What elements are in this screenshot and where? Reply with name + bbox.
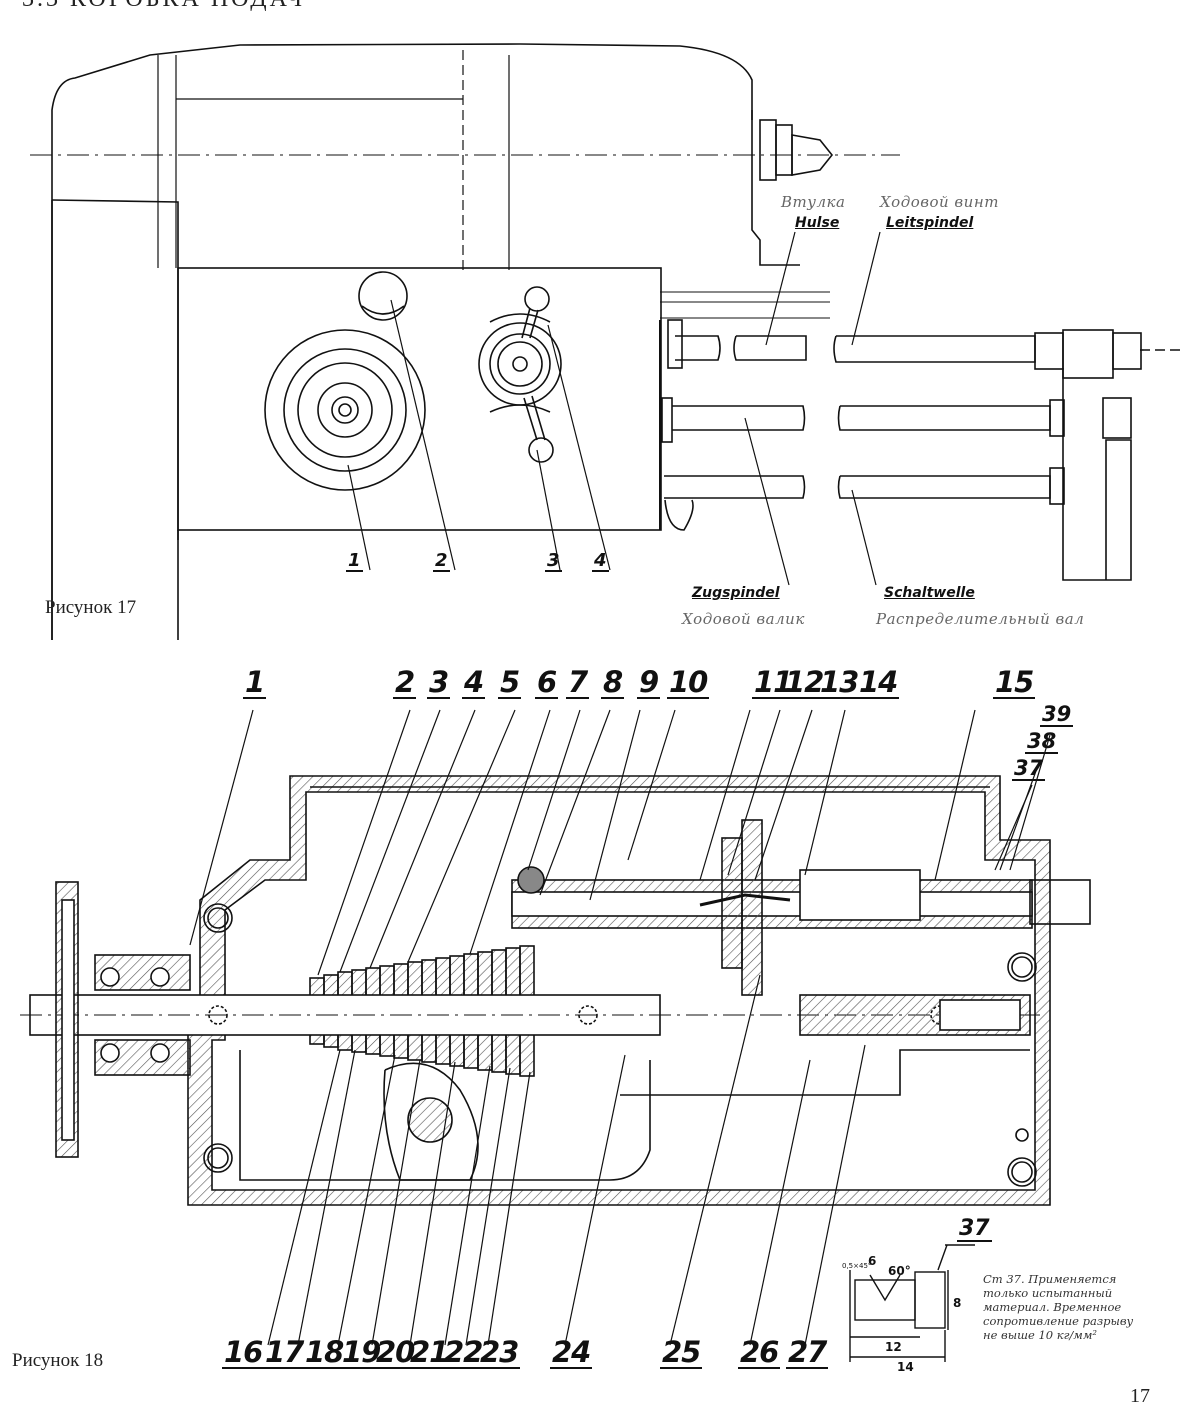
leader-lines-bottom (267, 974, 866, 1346)
callout-18-12: 12 (783, 665, 826, 699)
callout-18-10: 10 (667, 665, 710, 699)
figure-18-caption: Рисунок 18 (12, 1350, 104, 1371)
knob-2 (358, 271, 408, 321)
label-schaltwelle-de: Schaltwelle (884, 585, 975, 601)
callout-18-38: 38 (1025, 729, 1059, 754)
callout-18-14: 14 (857, 665, 900, 699)
label-schaltwelle-ru: Распределительный вал (876, 610, 1085, 628)
headstock-outline (51, 43, 753, 640)
callout-18-37: 37 (1012, 756, 1046, 781)
callout-18-1: 1 (243, 665, 267, 699)
callout-18-15: 15 (993, 665, 1036, 699)
dim-width-inner: 12 (883, 1340, 904, 1354)
dim-chamfer: 0,5×45° (842, 1262, 872, 1270)
control-shaft (664, 467, 1065, 531)
callout-18-16: 16 (222, 1335, 265, 1369)
dim-top: 6 (868, 1254, 877, 1268)
label-zugspindel-ru: Ходовой валик (682, 610, 805, 628)
callout-18-27: 27 (786, 1335, 829, 1369)
label-hulse-ru: Втулка (781, 193, 846, 211)
section-header: 3.3 КОРОБКА ПОДАЧ (22, 0, 305, 13)
callout-17-2: 2 (433, 550, 450, 572)
handwheel-1 (264, 329, 426, 491)
selector-3-4 (478, 286, 562, 463)
callout-18-24: 24 (550, 1335, 593, 1369)
detail-37-callout: 37 (957, 1216, 992, 1242)
callout-18-2: 2 (393, 665, 417, 699)
label-leitspindel-ru: Ходовой винт (880, 193, 999, 211)
callout-18-39: 39 (1040, 702, 1074, 727)
callout-18-22: 22 (442, 1335, 485, 1369)
leader-lines-top (189, 709, 1051, 976)
callout-18-17: 17 (263, 1335, 306, 1369)
lead-screw (660, 291, 1180, 379)
dim-width-outer: 14 (895, 1360, 916, 1374)
figure-17-caption: Рисунок 17 (45, 597, 137, 618)
note-line: Ст 37. Применяется (983, 1272, 1117, 1286)
dim-angle: 60° (888, 1264, 911, 1278)
callout-18-26: 26 (738, 1335, 781, 1369)
callout-18-4: 4 (462, 665, 486, 699)
note-line: не выше 10 кг/мм² (983, 1328, 1097, 1342)
callout-18-21: 21 (408, 1335, 451, 1369)
material-note: Ст 37. Применяется только испытанный мат… (983, 1272, 1193, 1342)
apron-bracket (1062, 368, 1132, 581)
note-line: сопротивление разрыву (983, 1314, 1134, 1328)
page-number: 17 (1130, 1385, 1150, 1407)
callout-18-11: 11 (752, 665, 795, 699)
label-hulse-de: Hulse (795, 215, 840, 231)
callout-17-1: 1 (346, 550, 363, 572)
feed-shaft (661, 397, 1132, 443)
callout-18-7: 7 (566, 665, 590, 699)
detail-37-sketch (849, 1244, 975, 1362)
callout-18-9: 9 (637, 665, 661, 699)
callout-17-4: 4 (592, 550, 609, 572)
callout-18-13: 13 (818, 665, 861, 699)
callout-18-8: 8 (601, 665, 625, 699)
callout-18-18: 18 (303, 1335, 346, 1369)
callout-18-25: 25 (660, 1335, 703, 1369)
label-leitspindel-de: Leitspindel (886, 215, 974, 231)
callout-18-20: 20 (374, 1335, 417, 1369)
callout-18-3: 3 (427, 665, 451, 699)
dim-height: 8 (953, 1296, 962, 1310)
callout-18-23: 23 (478, 1335, 521, 1369)
note-line: материал. Временное (983, 1300, 1122, 1314)
callout-17-3: 3 (545, 550, 562, 572)
callout-18-6: 6 (535, 665, 559, 699)
label-zugspindel-de: Zugspindel (692, 585, 780, 601)
callout-18-19: 19 (340, 1335, 383, 1369)
callout-18-5: 5 (498, 665, 522, 699)
note-line: только испытанный (983, 1286, 1113, 1300)
